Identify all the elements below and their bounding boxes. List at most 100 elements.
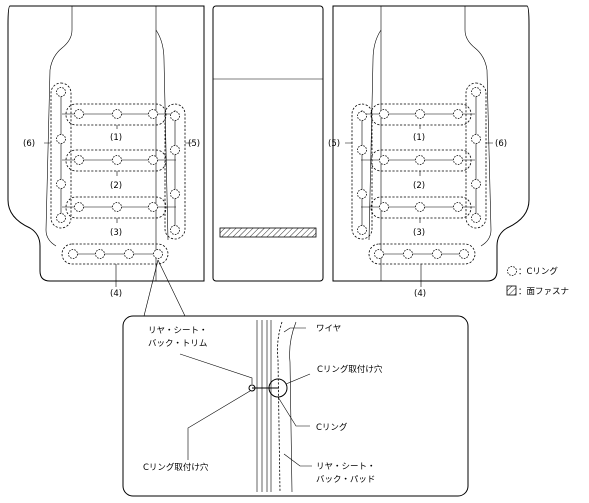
- c-ring: [74, 155, 84, 165]
- left-zone3-outline: [65, 196, 167, 219]
- right-zone-leaders: [345, 125, 493, 287]
- c-ring: [124, 249, 134, 259]
- left-zone4-outline: [61, 243, 169, 265]
- c-ring: [357, 225, 367, 235]
- left-zone4-label: (4): [110, 289, 122, 299]
- c-ring: [379, 109, 389, 119]
- detail-wire-label: ワイヤ: [316, 324, 341, 334]
- c-ring: [56, 213, 66, 223]
- detail-pad-edge: [289, 321, 297, 493]
- detail-leader-trim: [179, 353, 253, 384]
- c-ring: [459, 249, 469, 259]
- c-ring: [112, 109, 122, 119]
- right-seat-outline: [332, 5, 530, 282]
- detail-leader-hole-left: [187, 390, 251, 460]
- left-seat-back: (1) (2) (3) (4) (6) (5): [7, 5, 205, 299]
- left-zone2-outline: [65, 149, 167, 172]
- c-ring: [153, 249, 163, 259]
- detail-leader-pad: [283, 453, 312, 467]
- detail-trim-label-line1: リヤ・シート・: [148, 326, 208, 336]
- detail-leader-hole-right: [285, 373, 311, 385]
- c-ring: [453, 202, 463, 212]
- legend-face-fastener-text: ：面ファスナ: [518, 287, 569, 297]
- left-zone1-outline: [65, 103, 167, 126]
- left-zone2-label: (2): [110, 181, 122, 191]
- c-ring: [170, 111, 180, 121]
- detail-pad-label-line1: リヤ・シート・: [316, 462, 376, 472]
- right-seat-contour: [464, 6, 492, 247]
- c-ring: [415, 155, 425, 165]
- left-seat-contour-right: [155, 29, 169, 241]
- center-armrest: [212, 5, 324, 282]
- c-ring: [170, 225, 180, 235]
- right-zone2-outline: [370, 149, 472, 172]
- c-ring: [112, 202, 122, 212]
- detail-ring-hole-left-label: Cリング取付け穴: [143, 462, 209, 473]
- right-zone1-label: (1): [413, 133, 425, 143]
- right-c-rings: [357, 87, 481, 259]
- detail-c-ring-label: Cリング: [316, 422, 348, 433]
- c-ring: [403, 249, 413, 259]
- right-zone3-label: (3): [413, 228, 425, 238]
- c-ring: [415, 202, 425, 212]
- c-ring: [74, 109, 84, 119]
- right-seat-contour-left: [368, 29, 382, 241]
- c-ring: [357, 111, 367, 121]
- right-zone5-label: (5): [328, 139, 340, 149]
- left-zone-leaders: [44, 125, 192, 287]
- left-zone5-label: (5): [188, 139, 200, 149]
- left-zone6-label: (6): [23, 139, 35, 149]
- legend-face-fastener-icon: [506, 285, 517, 296]
- detail-pad-label-line2: バック・パッド: [316, 475, 375, 485]
- detail-trim-label-line2: バック・トリム: [148, 339, 207, 349]
- c-ring: [453, 109, 463, 119]
- c-ring: [56, 87, 66, 97]
- detail-frame: [122, 315, 469, 497]
- right-zone6-label: (6): [495, 139, 507, 149]
- c-ring: [471, 87, 481, 97]
- c-ring: [170, 189, 180, 199]
- c-ring: [148, 202, 158, 212]
- left-seat-outline: [7, 5, 205, 282]
- left-c-rings: [56, 87, 180, 259]
- right-seat-back: (1) (2) (3) (4) (5) (6): [328, 5, 530, 299]
- c-ring: [432, 249, 442, 259]
- detail-callout-lines: [143, 259, 186, 317]
- left-zone3-label: (3): [110, 228, 122, 238]
- c-ring: [379, 155, 389, 165]
- right-zone4-outline: [368, 243, 476, 265]
- c-ring: [453, 155, 463, 165]
- c-ring: [148, 109, 158, 119]
- right-zone1-outline: [370, 103, 472, 126]
- right-zone6-outline: [465, 82, 487, 229]
- c-ring: [56, 134, 66, 144]
- right-zone4-label: (4): [414, 289, 426, 299]
- detail-leader-wire: [283, 327, 306, 333]
- c-ring: [415, 109, 425, 119]
- c-ring: [74, 202, 84, 212]
- c-ring: [379, 202, 389, 212]
- left-seat-contour: [45, 6, 73, 247]
- legend-c-ring-text: ：Cリング: [518, 266, 558, 277]
- c-ring: [148, 155, 158, 165]
- left-zone6-outline: [50, 82, 72, 229]
- c-ring: [357, 189, 367, 199]
- left-zone5-outline: [164, 103, 186, 240]
- legend: ：Cリング ：面ファスナ: [506, 266, 569, 297]
- center-outline: [212, 5, 324, 282]
- center-face-fastener: [219, 227, 317, 238]
- right-zone3-outline: [370, 196, 472, 219]
- c-ring: [357, 145, 367, 155]
- c-ring: [471, 179, 481, 189]
- c-ring: [374, 249, 384, 259]
- c-ring: [170, 145, 180, 155]
- left-zone1-label: (1): [110, 133, 122, 143]
- detail-c-ring-hole-left: [248, 384, 256, 392]
- detail-trim-lines: [256, 320, 272, 492]
- detail-wire-line: [277, 321, 283, 493]
- detail-view: リヤ・シート・ バック・トリム ワイヤ Cリング取付け穴 Cリング Cリング取付…: [122, 315, 469, 497]
- detail-leader-c-ring: [277, 396, 310, 427]
- c-ring: [471, 134, 481, 144]
